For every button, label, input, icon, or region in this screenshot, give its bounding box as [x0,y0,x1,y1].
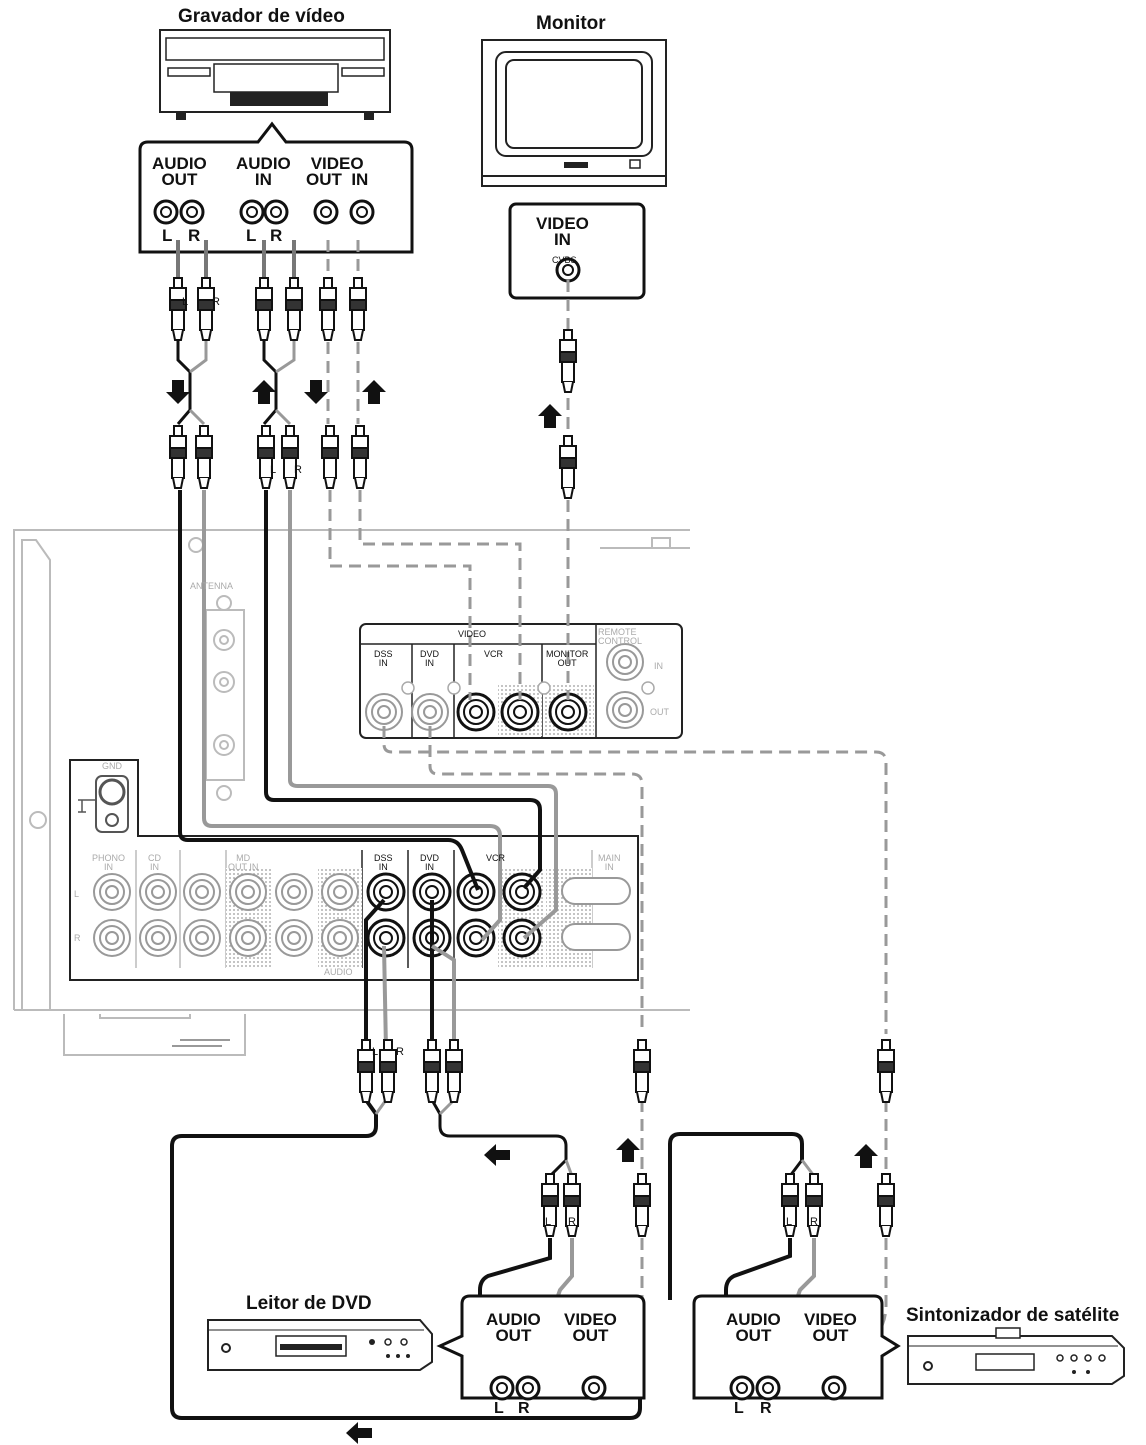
receiver-antenna-label: ANTENNA [190,581,234,591]
receiver-phono-in: PHONO IN [92,853,126,872]
vcr-audio-in-r: R [270,226,283,245]
dvd-title: Leitor de DVD [246,1293,372,1314]
receiver-r-label: R [74,933,81,943]
plug-label-l: L [270,464,277,476]
plug-label-l: L [545,1216,552,1228]
receiver-video-monitor-out: MONITOR OUT [546,649,589,668]
direction-arrows [166,380,878,1444]
cable-vcr-audio-in [262,240,558,940]
sat-l-label: L [734,1400,744,1417]
dvd-panel [436,1294,646,1401]
receiver-audio-dvd-in: DVD IN [420,853,440,872]
receiver-cd-in: CD IN [148,853,161,872]
receiver-remote-control: REMOTE CONTROL [598,627,643,646]
vcr-audio-out-label: AUDIO OUT [152,154,207,189]
receiver-gnd: GND [102,761,122,771]
dvd-device [207,1319,433,1371]
receiver-audio-vcr: VCR [486,853,506,863]
plug-label-l: L [182,296,189,308]
vcr-panel [138,121,414,254]
receiver-body [13,529,690,1056]
monitor-device [481,39,667,187]
monitor-video-in-label: VIDEO IN [536,214,589,249]
receiver-video-header: VIDEO [458,629,487,639]
dvd-l-label: L [494,1400,504,1417]
vcr-video-label: VIDEO OUT IN [306,154,369,189]
cable-dvd-video [428,726,644,1372]
monitor-title: Monitor [536,13,606,34]
receiver-audio-label: AUDIO [324,967,353,977]
vcr-audio-in-l: L [246,226,257,245]
cable-dvd-audio [170,898,642,1420]
receiver-md-out-in: MD OUT IN [228,853,259,872]
monitor-cvbs-label: CVBS [552,255,577,265]
sat-device [907,1327,1125,1385]
plug-label-r: R [396,1046,404,1058]
vcr-audio-in-label: AUDIO IN [236,154,291,189]
rca-plugs [169,277,895,1237]
dvd-r-label: R [518,1400,530,1417]
cable-vcr-audio-out [176,240,502,942]
receiver-video-vcr: VCR [484,649,504,659]
monitor-panel [508,202,646,300]
plug-label-l: L [372,1046,379,1058]
receiver-audio-dss-in: DSS IN [374,853,393,872]
sat-title: Sintonizador de satélite [906,1305,1120,1326]
sat-audio-out-label: AUDIO OUT [726,1310,781,1345]
receiver-remote-out: OUT [650,707,669,717]
receiver-main-in: MAIN IN [598,853,621,872]
receiver-video-dvd-in: DVD IN [420,649,440,668]
receiver-video-dss-in: DSS IN [374,649,393,668]
dvd-video-out-label: VIDEO OUT [564,1310,617,1345]
receiver-remote-in: IN [654,661,663,671]
plug-label-r: R [568,1216,576,1228]
vcr-title: Gravador de vídeo [178,6,345,27]
cable-sat-video [382,726,888,1372]
sat-video-out-label: VIDEO OUT [804,1310,857,1345]
plug-label-r: R [294,464,302,476]
sat-r-label: R [760,1400,772,1417]
sat-panel [692,1294,901,1401]
vcr-device [159,29,391,120]
plug-label-r: R [810,1216,818,1228]
plug-label-r: R [212,296,220,308]
dvd-audio-out-label: AUDIO OUT [486,1310,541,1345]
vcr-audio-out-l: L [162,226,173,245]
vcr-audio-out-r: R [188,226,201,245]
plug-label-l: L [786,1216,793,1228]
receiver-l-label: L [74,889,80,899]
